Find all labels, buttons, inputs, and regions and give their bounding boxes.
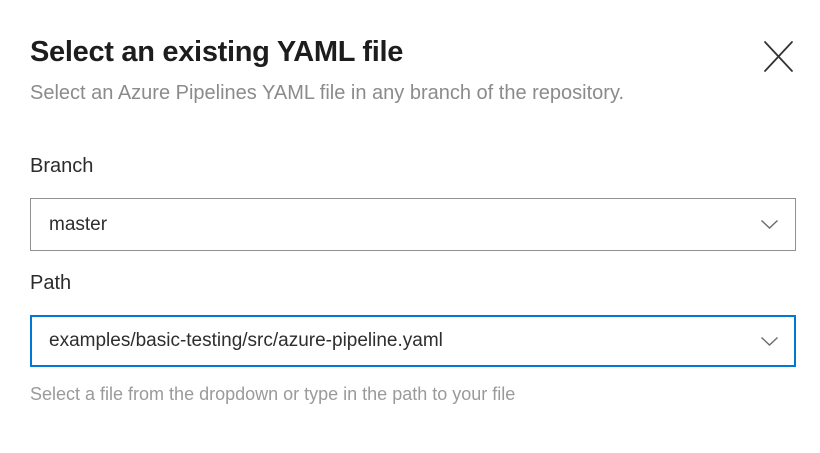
branch-field: Branch master [30,154,796,251]
branch-dropdown-value: master [49,213,108,235]
dialog-subtitle: Select an Azure Pipelines YAML file in a… [30,82,625,104]
chevron-down-icon [760,219,779,230]
branch-label: Branch [30,155,94,177]
branch-dropdown[interactable]: master [30,198,796,251]
path-helper-text: Select a file from the dropdown or type … [30,384,516,404]
path-field: Path examples/basic-testing/src/azure-pi… [30,271,796,405]
path-label: Path [30,272,72,294]
path-dropdown[interactable]: examples/basic-testing/src/azure-pipelin… [30,315,796,367]
close-button[interactable] [758,36,798,76]
path-dropdown-value: examples/basic-testing/src/azure-pipelin… [49,330,443,351]
close-icon [763,40,794,73]
page-title: Select an existing YAML file [30,36,404,68]
chevron-down-icon [760,336,779,347]
